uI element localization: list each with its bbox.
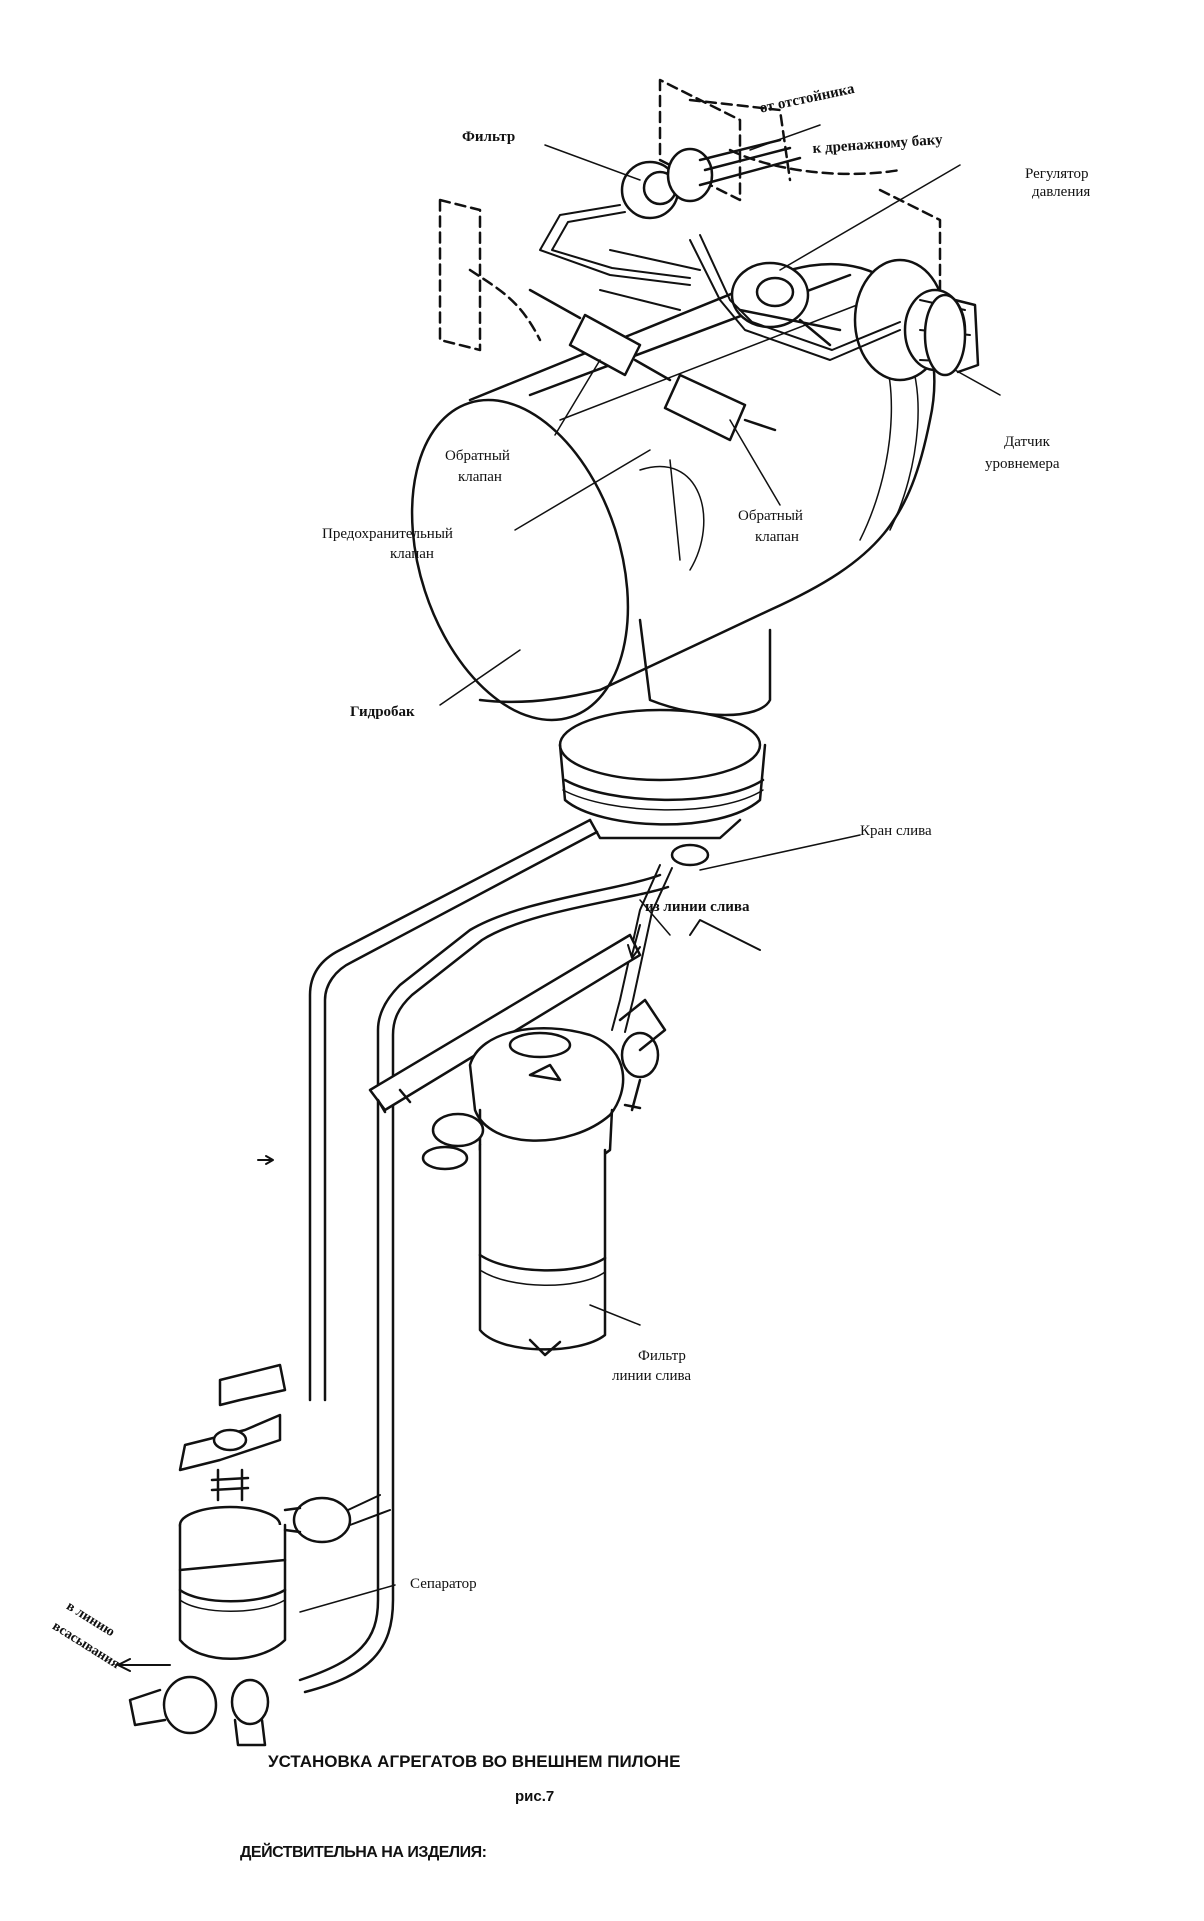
top-tubing — [539, 204, 901, 361]
middle-bracket — [368, 933, 642, 1114]
label-check-valve-right-2: клапан — [755, 529, 799, 545]
pressure-regulator — [730, 261, 842, 347]
figure-title: УСТАНОВКА АГРЕГАТОВ ВО ВНЕШНЕМ ПИЛОНЕ — [268, 1752, 681, 1771]
label-from-drain-line: из линии слива — [645, 899, 750, 915]
flow-arrows — [117, 924, 641, 1672]
check-valve-right — [663, 373, 777, 442]
label-safety-valve-1: Предохранительный — [322, 526, 453, 542]
label-drain-valve: Кран слива — [860, 823, 932, 839]
label-level-sensor-1: Датчик — [1004, 434, 1050, 450]
label-check-valve-left-2: клапан — [458, 469, 502, 485]
label-pressure-regulator-2: давления — [1032, 184, 1091, 200]
separator — [128, 1363, 391, 1747]
validity-note: ДЕЙСТВИТЕЛЬНА НА ИЗДЕЛИЯ: — [240, 1844, 487, 1861]
pipe-left-inner — [298, 873, 670, 1694]
label-drain-filter-2: линии слива — [612, 1368, 692, 1384]
label-check-valve-left-1: Обратный — [445, 448, 510, 464]
pipe-left-outer — [308, 818, 599, 1402]
label-hydraulic-tank: Гидробак — [350, 704, 415, 720]
label-filter: Фильтр — [462, 129, 516, 145]
level-sensor — [923, 293, 980, 377]
leader-lines — [299, 124, 1001, 1613]
label-level-sensor-2: уровнемера — [985, 456, 1060, 472]
check-valve-left — [528, 288, 672, 382]
label-pressure-regulator-1: Регулятор — [1025, 166, 1089, 182]
label-safety-valve-2: клапан — [390, 546, 434, 562]
drain-line-filter — [421, 998, 667, 1357]
label-separator: Сепаратор — [410, 1576, 477, 1592]
upper-filter — [620, 138, 802, 220]
label-check-valve-right-1: Обратный — [738, 508, 803, 524]
figure-number: рис.7 — [515, 1788, 555, 1805]
hydraulic-tank — [410, 258, 971, 867]
label-drain-filter-1: Фильтр — [638, 1348, 686, 1364]
